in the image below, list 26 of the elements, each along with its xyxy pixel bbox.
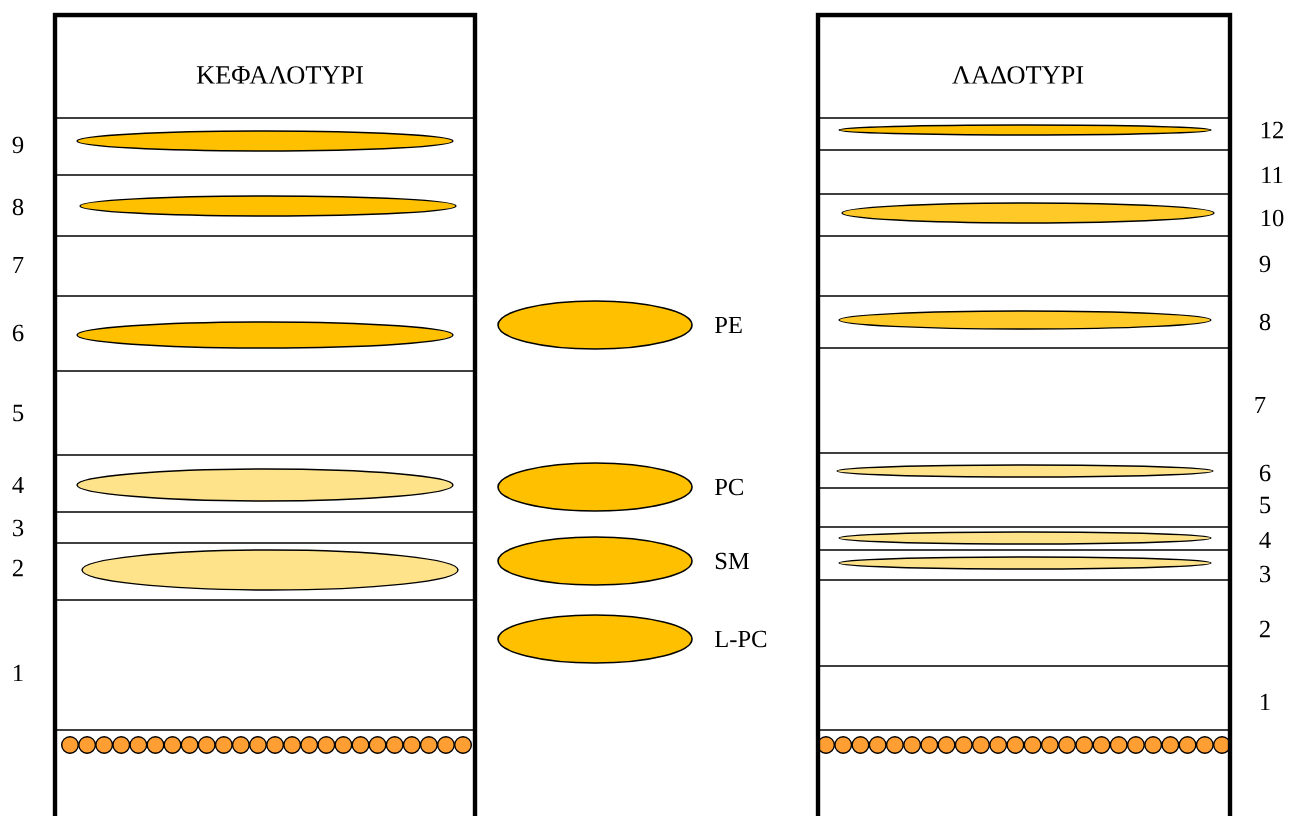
- zone-number: 6: [12, 324, 24, 342]
- zone-number: 2: [1259, 620, 1270, 638]
- zone-number: 7: [13, 256, 24, 274]
- zone-number: 6: [1259, 464, 1271, 482]
- legend-label: SM: [715, 552, 750, 570]
- zone-number: 5: [1260, 496, 1271, 514]
- zone-number: 1: [1261, 693, 1270, 711]
- plate: ΚΕΦΑΛΟΤΥΡΙ: [52, 12, 478, 816]
- zone-number: 9: [1259, 255, 1271, 273]
- zone-number: 3: [1260, 565, 1271, 583]
- zone-number: 1: [14, 664, 23, 682]
- zone-number: 4: [1259, 531, 1271, 549]
- zone-number: 4: [12, 476, 24, 494]
- plate: ΛΑΔΟΤΥΡΙ: [815, 12, 1233, 816]
- zone-number: 8: [1259, 313, 1271, 331]
- zone-number: 9: [12, 136, 24, 154]
- zone-number: 2: [12, 559, 23, 577]
- zone-number: 11: [1262, 166, 1283, 184]
- zone-number: 3: [13, 519, 24, 537]
- zone-number: 10: [1261, 209, 1284, 227]
- zone-number: 5: [13, 404, 24, 422]
- legend-label: PC: [714, 478, 743, 496]
- legend-label: PE: [714, 316, 742, 334]
- legend-label: L-PC: [714, 630, 767, 648]
- zone-number: 8: [12, 198, 24, 216]
- zone-number: 12: [1261, 121, 1283, 139]
